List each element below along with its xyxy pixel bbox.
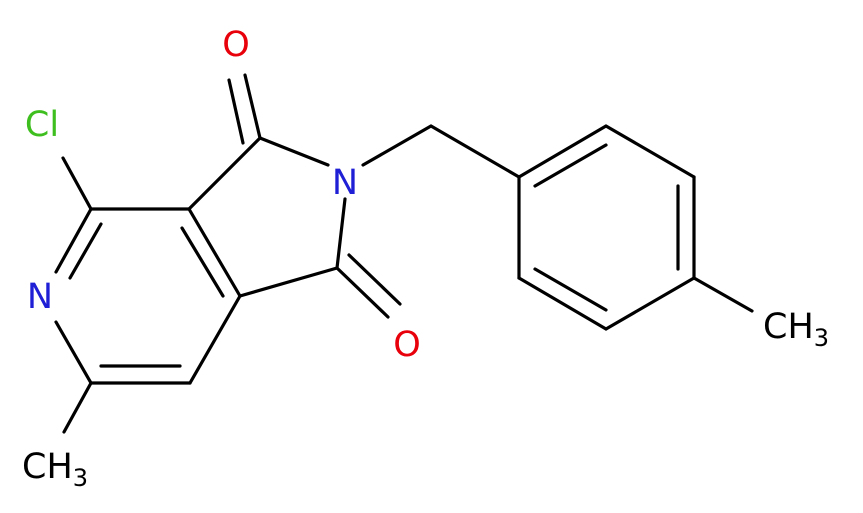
bond-c3a-c3 <box>187 136 262 211</box>
bond-c6-n5 <box>54 320 93 385</box>
bond-c1-o <box>335 266 390 319</box>
bond-ar-methyl <box>692 276 754 313</box>
atom-labels: Cl O O N N CH3 CH3 <box>22 25 829 492</box>
bond-ar-5-6 <box>517 276 608 331</box>
bond-n-ch2 <box>361 124 433 167</box>
bonds <box>54 73 754 434</box>
nitrogen-imide-label: N <box>332 163 358 203</box>
bond-ch2-c1prime <box>429 124 521 179</box>
methyl-right-subscript: 3 <box>814 324 829 352</box>
bond-ar-5-6-inner <box>533 267 608 312</box>
bond-c1-o-double <box>347 253 402 306</box>
methyl-left-text: CH <box>22 447 73 487</box>
bond-c3a-c7a-inner <box>180 226 225 298</box>
bond-c1-c7a <box>238 266 339 298</box>
methyl-right-text: CH <box>763 307 814 347</box>
nitrogen-pyridine-label: N <box>27 277 53 317</box>
oxygen-bottom-label: O <box>393 325 421 365</box>
bond-n5-c4-inner <box>68 222 103 280</box>
bond-c7a-c7 <box>188 294 242 385</box>
bond-ar-1-2-inner <box>533 143 608 188</box>
methyl-left-subscript: 3 <box>73 464 88 492</box>
methyl-right-label: CH3 <box>763 307 829 352</box>
bond-n5-c4 <box>54 207 93 274</box>
bond-c3-n <box>258 136 330 167</box>
bond-ar-1-2 <box>517 124 608 179</box>
bond-c6-methyl <box>62 381 93 434</box>
bond-n-c1 <box>335 197 347 270</box>
chlorine-label: Cl <box>25 105 59 145</box>
bond-c3-o-double <box>227 78 245 145</box>
methyl-left-label: CH3 <box>22 447 88 492</box>
bond-c4-cl <box>61 156 93 211</box>
oxygen-top-label: O <box>222 25 250 65</box>
bond-ar-2-3 <box>604 124 696 179</box>
bond-c3a-c7a <box>187 207 242 298</box>
bond-ar-4-5 <box>604 276 696 331</box>
bond-c3-o <box>243 73 262 140</box>
